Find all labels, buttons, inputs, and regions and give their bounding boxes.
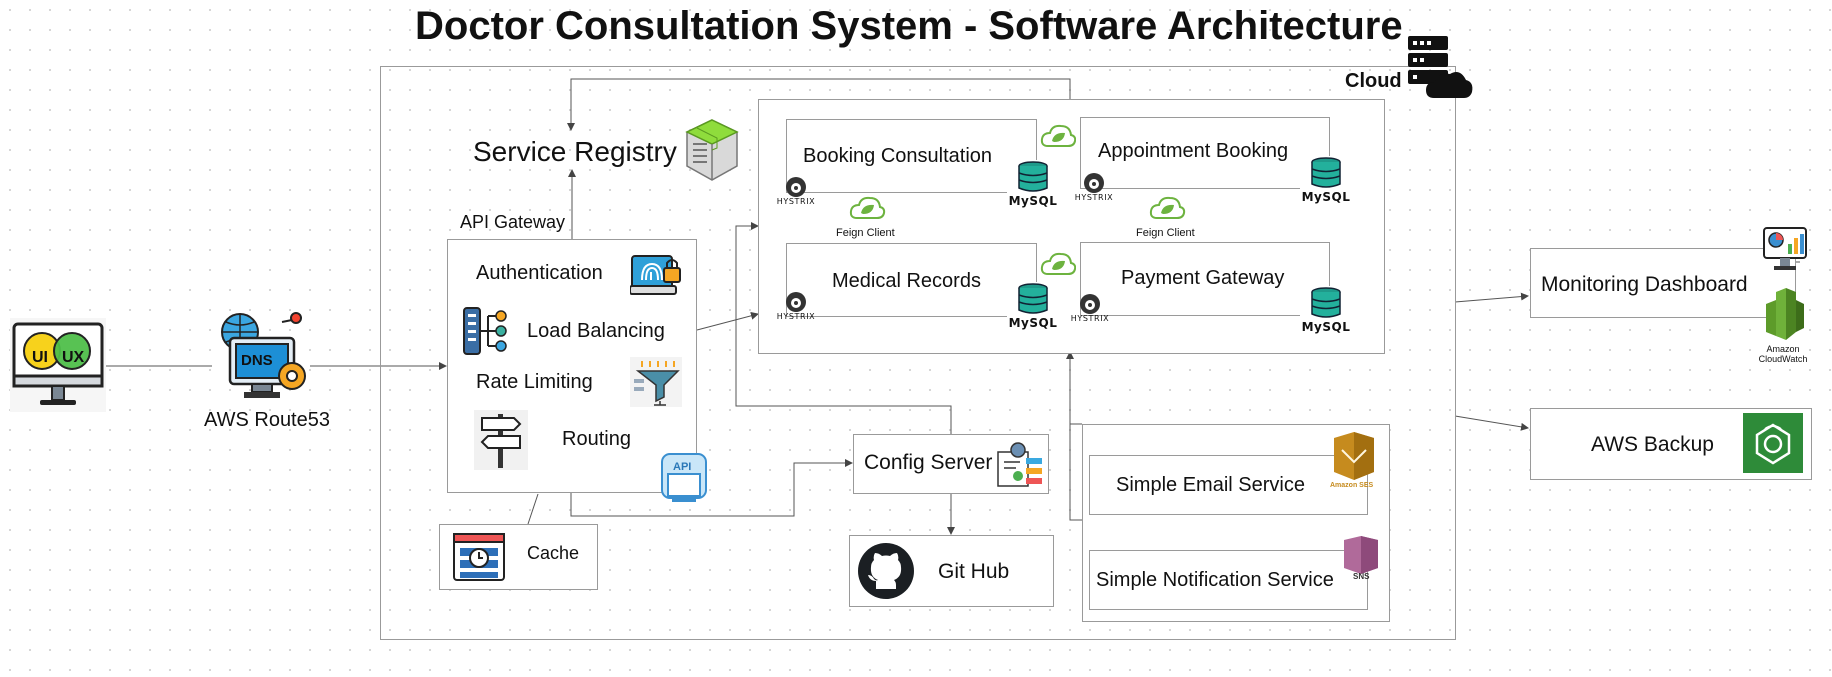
cloudwatch-text-1: Amazon	[1766, 344, 1800, 354]
feign-client-cloud-icon	[849, 196, 886, 219]
amazon-sns-text: SNS	[1353, 572, 1370, 581]
monitoring-dashboard-box	[1530, 248, 1796, 318]
notification-service-box	[1089, 550, 1368, 610]
mysql-database: MySQL	[1007, 282, 1059, 334]
cloud-label: Cloud	[1345, 70, 1402, 92]
gateway-item-load-balancing: Load Balancing	[527, 320, 665, 342]
dns-icon: DNS	[212, 308, 312, 408]
amazon-ses-text: Amazon SES	[1330, 482, 1374, 489]
service-name-booking-consultation: Booking Consultation	[803, 145, 993, 167]
hystrix-badge: HYSTRIX	[770, 175, 822, 211]
config-settings-icon	[997, 442, 1042, 487]
cloud-server-icon	[1408, 36, 1473, 98]
api-icon: API	[660, 452, 708, 504]
hystrix-badge: HYSTRIX	[1068, 171, 1120, 207]
email-service-box	[1089, 455, 1368, 515]
client-monitor-icon: UI UX	[10, 318, 106, 412]
amazon-sns-icon: SNS	[1338, 536, 1384, 584]
service-booking-consultation	[786, 119, 1037, 193]
github-icon	[858, 543, 914, 599]
ux-label: UX	[62, 349, 85, 366]
cloudwatch-text-2: CloudWatch	[1758, 354, 1808, 364]
fingerprint-lock-icon	[630, 255, 681, 295]
gateway-item-routing: Routing	[562, 428, 631, 450]
github-label: Git Hub	[938, 560, 1010, 583]
service-medical-records	[786, 243, 1037, 317]
diagram-title: Doctor Consultation System - Software Ar…	[415, 4, 1403, 48]
aws-backup-icon	[1743, 413, 1803, 473]
mysql-label: MySQL	[1301, 320, 1351, 334]
monitoring-dashboard-label: Monitoring Dashboard	[1541, 273, 1748, 296]
spring-cloud-icon	[1040, 124, 1076, 147]
gateway-item-rate-limiting: Rate Limiting	[476, 371, 593, 393]
rate-limiting-funnel-icon	[630, 357, 682, 407]
email-service-label: Simple Email Service	[1116, 474, 1305, 496]
feign-client-cloud-icon	[1149, 196, 1186, 219]
dns-icon-text: DNS	[241, 352, 273, 369]
cache-label: Cache	[527, 543, 580, 563]
mysql-label: MySQL	[1301, 190, 1351, 204]
service-payment-gateway	[1080, 242, 1330, 316]
hystrix-badge: HYSTRIX	[770, 290, 822, 326]
hystrix-badge: HYSTRIX	[1064, 292, 1116, 328]
config-server-label: Config Server	[864, 451, 993, 474]
service-registry-box-icon	[685, 119, 739, 181]
hystrix-label: HYSTRIX	[1074, 193, 1114, 202]
hystrix-label: HYSTRIX	[776, 312, 816, 321]
load-balancing-icon	[463, 307, 507, 355]
gateway-item-authentication: Authentication	[476, 262, 603, 284]
cloud-boundary	[380, 66, 1456, 640]
service-registry-label: Service Registry	[473, 136, 677, 167]
mysql-label: MySQL	[1008, 316, 1058, 330]
mysql-label: MySQL	[1008, 194, 1058, 208]
mysql-database: MySQL	[1300, 286, 1352, 338]
feign-client-label: Feign Client	[1136, 227, 1195, 239]
mysql-database: MySQL	[1007, 160, 1059, 212]
hystrix-label: HYSTRIX	[1070, 314, 1110, 323]
aws-backup-label: AWS Backup	[1591, 433, 1714, 456]
spring-cloud-icon	[1040, 252, 1076, 275]
hystrix-label: HYSTRIX	[776, 197, 816, 206]
service-name-medical-records: Medical Records	[832, 270, 981, 292]
mysql-database: MySQL	[1300, 156, 1352, 208]
service-name-appointment-booking: Appointment Booking	[1098, 140, 1289, 162]
api-icon-text: API	[673, 461, 692, 473]
notification-service-label: Simple Notification Service	[1096, 569, 1334, 591]
service-appointment-booking	[1080, 117, 1330, 189]
dns-label: AWS Route53	[204, 409, 330, 431]
cache-server-icon	[453, 533, 505, 581]
routing-signpost-icon	[474, 410, 528, 470]
amazon-ses-icon: Amazon SES	[1326, 432, 1382, 492]
feign-client-label: Feign Client	[836, 227, 895, 239]
service-name-payment-gateway: Payment Gateway	[1121, 267, 1285, 289]
ui-label: UI	[32, 349, 48, 366]
dashboard-chart-icon	[1763, 227, 1807, 270]
api-gateway-label: API Gateway	[460, 212, 566, 232]
amazon-cloudwatch-icon: Amazon CloudWatch	[1752, 284, 1814, 364]
